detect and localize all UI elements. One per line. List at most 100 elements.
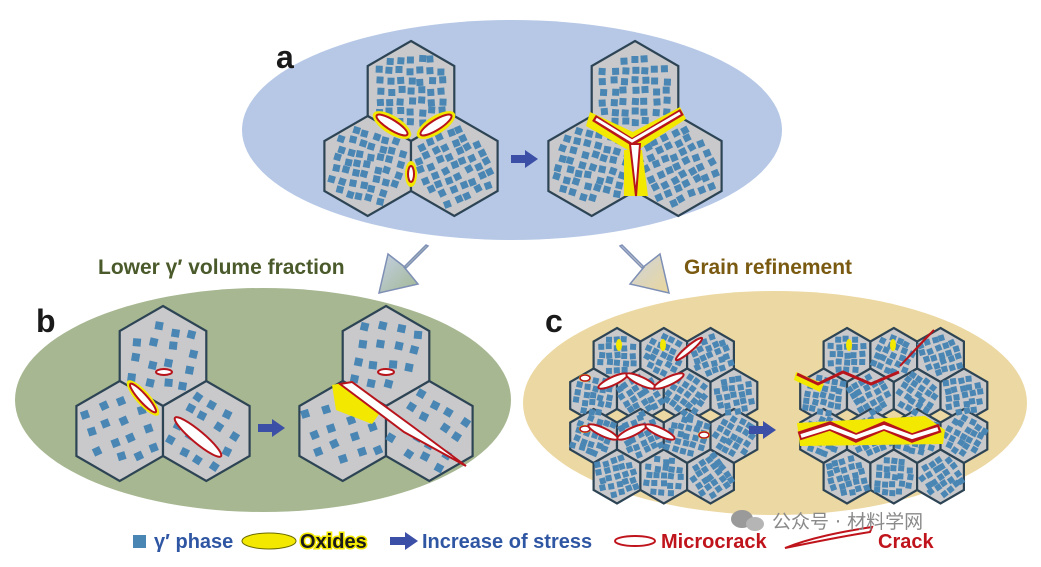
gamma-prime-particle	[472, 140, 482, 150]
gamma-prime-particle	[969, 389, 977, 397]
gamma-prime-particle	[353, 357, 364, 367]
gamma-prime-particle	[446, 128, 457, 138]
gamma-prime-particle	[691, 434, 700, 442]
gamma-prime-particle	[396, 323, 407, 334]
gamma-prime-particle	[910, 379, 919, 388]
gamma-prime-particle	[368, 360, 378, 370]
gamma-prime-particle	[874, 343, 884, 353]
microcrack-icon	[653, 372, 685, 390]
legend-stress-arrow-icon	[390, 532, 418, 550]
gamma-prime-particle	[964, 426, 973, 435]
gamma-prime-particle	[650, 441, 659, 450]
gamma-prime-particle	[973, 439, 982, 448]
gamma-prime-particle	[646, 153, 656, 163]
gamma-prime-particle	[897, 473, 904, 480]
gamma-prime-particle	[378, 188, 388, 198]
gamma-prime-particle	[885, 357, 894, 366]
gamma-prime-particle	[455, 146, 465, 156]
gamma-prime-particle	[372, 444, 384, 456]
gamma-prime-particle	[906, 385, 915, 395]
gamma-prime-particle	[671, 128, 681, 138]
gamma-prime-particle	[874, 404, 883, 414]
gamma-prime-particle	[430, 171, 440, 181]
panel-label-a: a	[276, 39, 294, 75]
gamma-prime-particle	[728, 376, 736, 384]
gamma-prime-particle	[738, 390, 746, 398]
gamma-prime-particle	[888, 481, 896, 488]
gamma-prime-particle	[388, 88, 396, 97]
gamma-prime-particle	[398, 85, 406, 93]
gamma-prime-particle	[955, 408, 963, 416]
gamma-prime-particle	[670, 175, 681, 186]
gamma-prime-particle	[380, 136, 390, 145]
gamma-prime-particle	[914, 375, 924, 384]
gamma-prime-particle	[699, 382, 709, 391]
gamma-prime-particle	[620, 78, 629, 86]
gamma-prime-particle	[864, 390, 873, 399]
gamma-prime-particle	[928, 460, 937, 469]
gamma-prime-particle	[654, 145, 665, 155]
gamma-prime-particle	[377, 87, 385, 95]
gamma-prime-particle	[442, 199, 452, 209]
gamma-prime-particle	[851, 381, 860, 390]
gamma-prime-particle	[968, 418, 978, 427]
gamma-prime-particle	[643, 479, 650, 487]
gamma-prime-particle	[631, 76, 639, 84]
gamma-prime-particle	[444, 152, 454, 163]
gamma-prime-particle	[79, 409, 91, 420]
gamma-prime-particle	[406, 56, 414, 64]
gamma-prime-particle	[186, 329, 197, 340]
gamma-prime-particle	[891, 457, 898, 465]
transition-arrow-right	[618, 244, 671, 295]
gamma-prime-particle	[851, 471, 859, 479]
gamma-prime-particle	[708, 333, 716, 341]
gamma-prime-particle	[838, 482, 847, 491]
gamma-prime-particle	[718, 339, 727, 347]
gamma-prime-particle	[127, 372, 137, 382]
gamma-prime-particle	[939, 479, 948, 488]
gamma-prime-particle	[362, 160, 371, 169]
gamma-prime-particle	[718, 474, 728, 484]
gamma-prime-particle	[164, 434, 176, 446]
gamma-prime-particle	[579, 192, 588, 202]
gamma-prime-particle	[679, 408, 689, 418]
gamma-prime-particle	[609, 155, 618, 164]
gamma-prime-particle	[420, 176, 431, 186]
gamma-prime-particle	[724, 409, 732, 416]
gamma-prime-particle	[897, 464, 905, 472]
gamma-prime-particle	[690, 396, 699, 406]
gamma-prime-particle	[598, 99, 606, 107]
gamma-prime-particle	[681, 155, 691, 166]
gamma-prime-particle	[696, 345, 705, 354]
gamma-prime-particle	[192, 391, 204, 403]
gamma-prime-particle	[621, 477, 630, 486]
gamma-prime-particle	[651, 347, 660, 356]
gamma-prime-particle	[675, 482, 682, 490]
gamma-prime-particle	[914, 390, 923, 400]
gamma-prime-particle	[337, 145, 347, 155]
gamma-prime-particle	[386, 98, 394, 107]
oxide-blob	[660, 339, 666, 351]
gamma-prime-particle	[419, 109, 427, 117]
gamma-prime-particle	[335, 185, 345, 194]
gamma-prime-particle	[148, 442, 159, 453]
gamma-prime-particle	[418, 86, 426, 94]
gamma-prime-particle	[930, 478, 939, 487]
gamma-prime-particle	[693, 363, 702, 372]
watermark: 公众号 · 材料学网	[731, 510, 923, 533]
gamma-prime-particle	[110, 437, 121, 449]
gamma-prime-particle	[710, 168, 720, 178]
gamma-prime-particle	[891, 473, 899, 481]
gamma-prime-particle	[925, 401, 935, 410]
gamma-prime-particle	[384, 154, 394, 164]
gamma-prime-particle	[681, 380, 690, 389]
gamma-prime-particle	[696, 398, 705, 408]
gamma-prime-particle	[829, 351, 836, 358]
gamma-prime-particle	[625, 461, 633, 469]
gamma-prime-particle	[672, 393, 682, 402]
gamma-prime-particle	[711, 430, 720, 440]
gamma-prime-particle	[668, 466, 676, 473]
gamma-prime-particle	[974, 423, 983, 432]
gamma-prime-particle	[583, 182, 593, 191]
gamma-prime-particle	[464, 164, 474, 174]
